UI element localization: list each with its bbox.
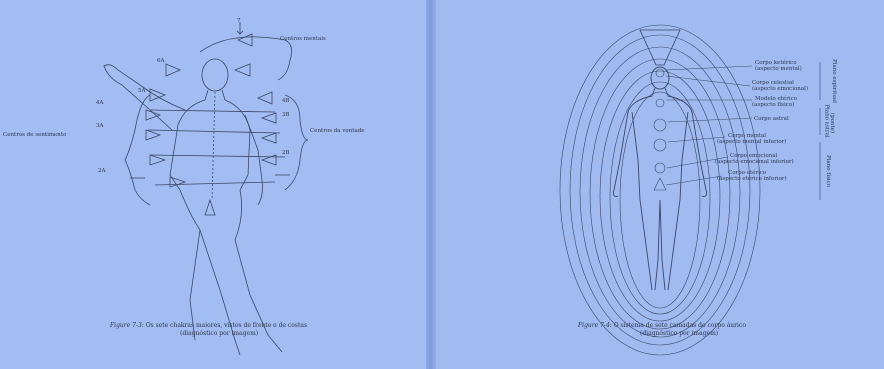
label-centros-mentais: Centros mentais: [280, 36, 326, 42]
label-emocional-sub: (aspecto emocional inferior): [715, 159, 794, 165]
label-plano-ponte: (ponte): [829, 113, 835, 133]
label-num-3b: 3B: [282, 112, 290, 118]
label-plano-fisico: Plano físico: [825, 155, 831, 187]
label-mental-sub: (aspecto mental inferior): [717, 139, 786, 145]
label-num-7: 7: [237, 18, 241, 24]
label-num-2a: 2A: [98, 168, 105, 174]
left-caption-line1: Figure 7-3: Os sete chakras maiores, vis…: [110, 322, 307, 329]
label-num-4b: 4B: [282, 98, 290, 104]
right-caption-line2: (diagnóstico por imagem): [640, 330, 718, 337]
label-num-4a: 4A: [96, 100, 103, 106]
label-modelo-sub: (aspecto físico): [752, 102, 794, 108]
label-centros-sentimento: Centros de sentimento: [3, 132, 66, 138]
label-num-6a: 6A: [157, 58, 164, 64]
left-caption-text: Os sete chakras maiores, vistos de frent…: [146, 322, 307, 329]
label-centros-vontade: Centros da vontade: [310, 128, 365, 134]
aura-figure-head: [651, 67, 669, 89]
label-num-5a: 5A: [138, 88, 145, 94]
label-plano-espiritual: Plano espiritual: [831, 59, 837, 103]
label-celestial-sub: (aspecto emocional): [752, 86, 808, 92]
right-caption-figure: Figure 7-4:: [578, 322, 612, 329]
left-caption-figure: Figure 7-3:: [110, 322, 144, 329]
right-caption-line1: Figure 7-4: O sistema de sete camadas do…: [578, 322, 746, 329]
right-caption-text: O sistema de sete camadas do corpo áuric…: [614, 322, 746, 329]
label-eterico-sub: (aspecto etérico inferior): [717, 176, 787, 182]
label-num-2b: 2B: [282, 150, 290, 156]
label-ketherico-sub: (aspecto mental): [755, 66, 802, 72]
left-caption-line2: (diagnóstico por imagem): [180, 330, 258, 337]
label-num-3a: 3A: [96, 123, 103, 129]
label-corpo-astral: Corpo astral: [754, 116, 789, 122]
